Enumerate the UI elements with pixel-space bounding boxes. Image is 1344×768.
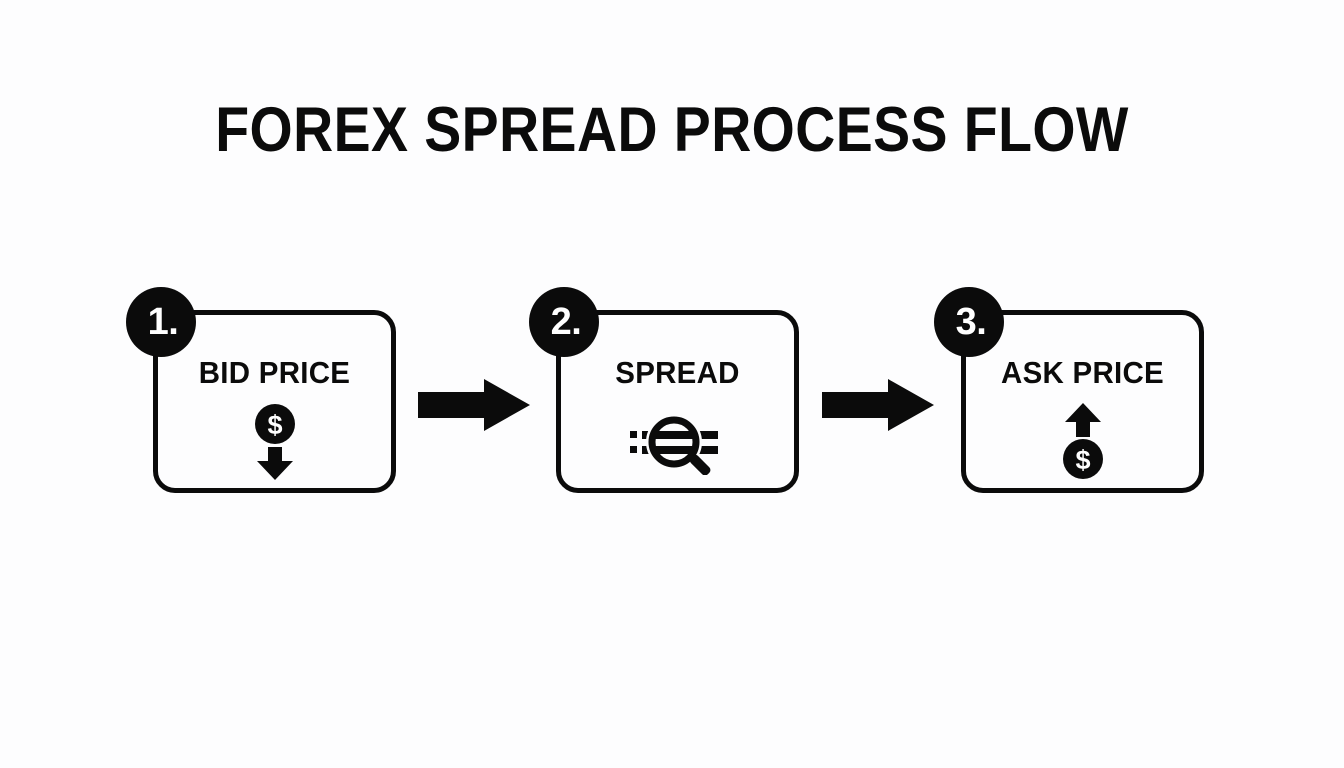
step-card-bid-price[interactable]: 1. BID PRICE $	[126, 287, 396, 493]
step-label-bid-price: BID PRICE	[198, 355, 351, 390]
step-label-ask-price: ASK PRICE	[1001, 355, 1164, 390]
magnifier-compare-icon	[561, 403, 794, 481]
right-arrow-icon-1	[418, 379, 530, 431]
dollar-coin-down-arrow-icon: $	[158, 403, 391, 481]
step-badge-2: 2.	[529, 287, 599, 357]
svg-text:$: $	[1075, 445, 1090, 475]
step-card-ask-price[interactable]: 3. ASK PRICE $	[934, 287, 1204, 493]
right-arrow-icon-2	[822, 379, 934, 431]
page-title: FOREX SPREAD PROCESS FLOW	[215, 95, 1129, 165]
step-label-spread: SPREAD	[615, 355, 740, 390]
step-badge-3: 3.	[934, 287, 1004, 357]
up-arrow-dollar-coin-icon: $	[966, 403, 1199, 481]
step-card-spread[interactable]: 2. SPREAD	[529, 287, 799, 493]
svg-text:$: $	[267, 410, 282, 440]
step-badge-1: 1.	[126, 287, 196, 357]
